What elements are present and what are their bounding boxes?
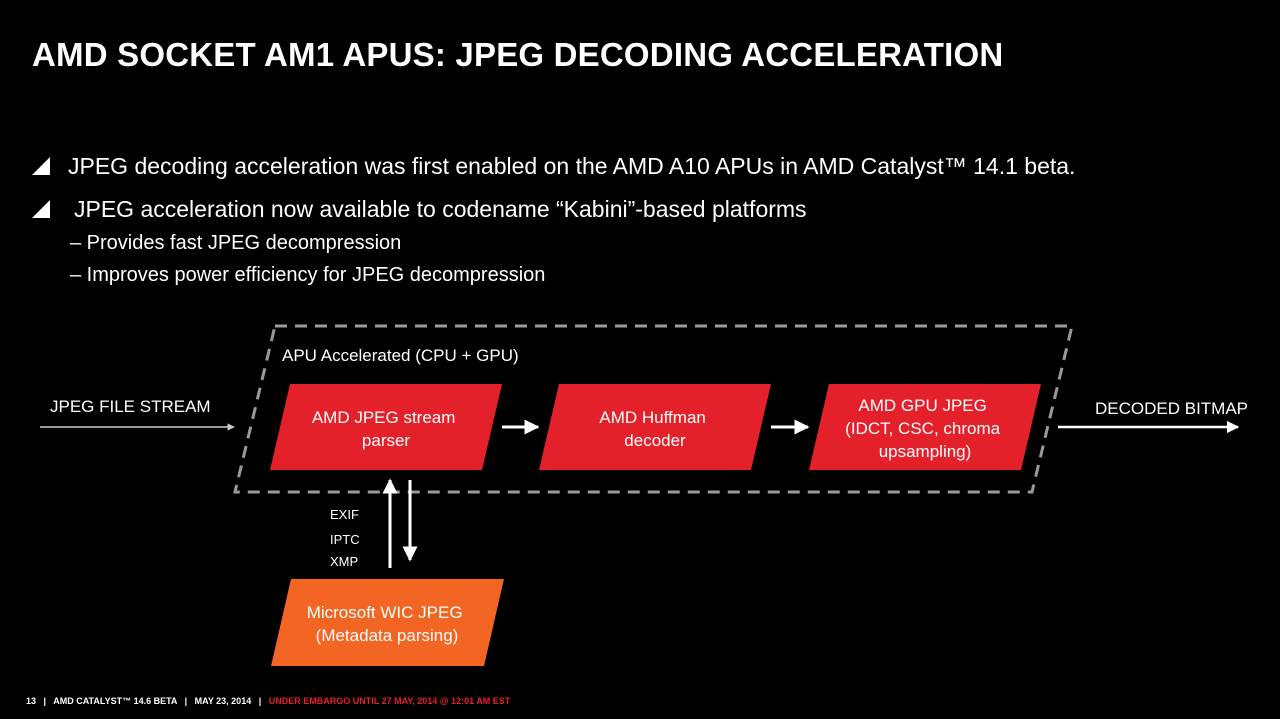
page-number: 13 bbox=[26, 696, 37, 706]
metadata-label-exif: EXIF bbox=[330, 507, 359, 522]
svg-text:AMD GPU JPEG (IDCT, CSC,: AMD GPU JPEG (IDCT, CSC, chroma upsampli… bbox=[845, 396, 1005, 461]
box-line: (Metadata parsing) bbox=[316, 626, 459, 645]
slide-title: AMD SOCKET AM1 APUS: JPEG DECODING ACCEL… bbox=[32, 36, 1004, 73]
footer-separator: | bbox=[43, 696, 47, 706]
box-line: AMD GPU JPEG bbox=[858, 396, 986, 415]
metadata-label-xmp: XMP bbox=[330, 554, 358, 569]
gpu-jpeg-box: AMD GPU JPEG (IDCT, CSC, chroma upsampli… bbox=[809, 384, 1041, 470]
footer-date: MAY 23, 2014 bbox=[194, 696, 252, 706]
footer-separator: | bbox=[184, 696, 188, 706]
box-line: AMD JPEG stream bbox=[312, 408, 456, 427]
input-label: JPEG FILE STREAM bbox=[50, 397, 211, 416]
svg-text:AMD JPEG stream parser: AMD JPEG stream parser bbox=[312, 408, 460, 450]
triangle-bullet-icon bbox=[32, 200, 50, 218]
apu-accelerated-group-border bbox=[233, 324, 1074, 494]
box-line: AMD Huffman bbox=[599, 408, 705, 427]
footer-embargo: UNDER EMBARGO UNTIL 27 MAY, 2014 @ 12:01… bbox=[268, 696, 511, 706]
apu-group-label: APU Accelerated (CPU + GPU) bbox=[282, 346, 519, 365]
triangle-bullet-icon bbox=[32, 157, 50, 175]
jpeg-stream-parser-box: AMD JPEG stream parser bbox=[270, 384, 502, 470]
box-line: Microsoft WIC JPEG bbox=[307, 603, 463, 622]
output-label: DECODED BITMAP bbox=[1095, 399, 1248, 418]
sub-bullet-item: – Provides fast JPEG decompression bbox=[70, 232, 402, 254]
footer-separator: | bbox=[258, 696, 262, 706]
box-line: (IDCT, CSC, chroma bbox=[845, 419, 1000, 438]
footer-product: AMD CATALYST™ 14.6 BETA bbox=[53, 696, 178, 706]
svg-text:AMD Huffman decoder: AMD Huffman decoder bbox=[599, 408, 710, 450]
bullet-text: JPEG acceleration now available to coden… bbox=[74, 196, 807, 222]
box-line: upsampling) bbox=[879, 442, 972, 461]
box-line: decoder bbox=[624, 431, 686, 450]
svg-text:Microsoft WIC JPEG (Meta: Microsoft WIC JPEG (Metadata parsing) bbox=[307, 603, 468, 645]
slide-footer: 13 | AMD CATALYST™ 14.6 BETA | MAY 23, 2… bbox=[26, 696, 510, 706]
huffman-decoder-box: AMD Huffman decoder bbox=[539, 384, 771, 470]
bullet-text: JPEG decoding acceleration was first ena… bbox=[68, 153, 1076, 179]
metadata-label-iptc: IPTC bbox=[330, 532, 360, 547]
box-line: parser bbox=[362, 431, 411, 450]
sub-bullet-item: – Improves power efficiency for JPEG dec… bbox=[70, 264, 546, 286]
wic-jpeg-metadata-box: Microsoft WIC JPEG (Metadata parsing) bbox=[271, 579, 504, 666]
